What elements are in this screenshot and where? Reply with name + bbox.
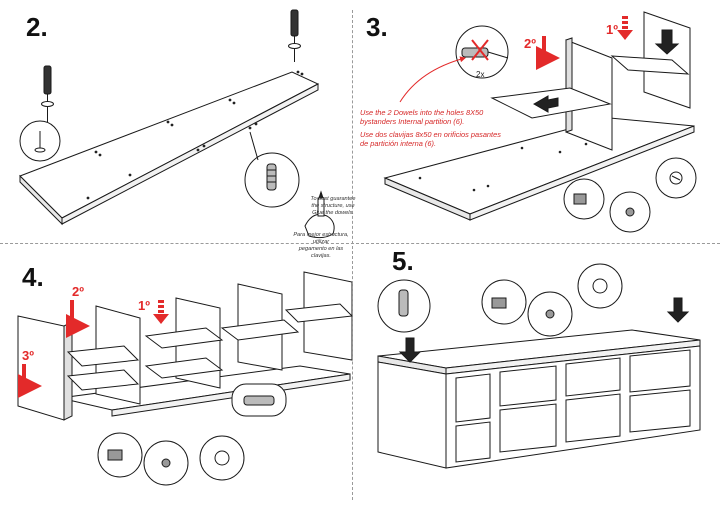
step2-tip-es-line: Para mejor estructura, utilizar: [293, 232, 349, 245]
step-number-2: 2.: [26, 12, 48, 42]
step3-order-first: 1º: [606, 22, 618, 37]
direction-arrow: [654, 29, 680, 55]
step2-holes: [46, 70, 304, 200]
step3-note-en: Use the 2 Dowels into the holes 8X50 bys…: [360, 108, 483, 126]
step2-tip-en: To best guarantee the structure, use Glu…: [310, 196, 356, 217]
vertical-divider: [352, 10, 353, 500]
step2-tip-es-line: pegamento en las clavijas.: [298, 246, 344, 259]
dowel-icon: [398, 289, 409, 317]
step2-tip-en-line: the structure, use: [311, 203, 355, 209]
step4-red-marks: [18, 300, 169, 398]
dowel-icon: [243, 395, 275, 406]
step4-order-second: 2º: [72, 284, 84, 299]
l-arrow-icon: [536, 36, 560, 70]
direction-arrow: [666, 297, 690, 323]
direction-arrow: [398, 337, 422, 363]
step2-tip-es: Para mejor estructura, utilizar pegament…: [290, 232, 352, 260]
down-arrow-icon: [617, 16, 633, 40]
step3-note-es-line: de partición interna (6).: [360, 139, 436, 148]
step-number-4: 4.: [22, 262, 44, 292]
step3-illustration: [383, 11, 697, 233]
dowel-count: 2x: [476, 70, 485, 79]
step4-illustration: [17, 271, 354, 486]
step3-order-second: 2º: [524, 36, 536, 51]
screwdriver-icon: [41, 65, 54, 130]
step3-red-marks: [399, 16, 633, 103]
down-arrow-icon: [153, 300, 169, 324]
step-number-3: 3.: [366, 12, 388, 42]
step3-shelf: [610, 55, 690, 75]
l-arrow-icon: [18, 364, 42, 398]
screwdriver-icon: [288, 9, 301, 62]
forbidden-cross-icon: [471, 39, 489, 61]
step4-order-third: 3º: [22, 348, 34, 363]
direction-arrow: [532, 95, 559, 113]
pointer-arrow: [399, 56, 466, 103]
step5-front: [377, 361, 447, 469]
step4-order-first: 1º: [138, 298, 150, 313]
step2-tip-en-line: Glue the dowels.: [312, 210, 354, 216]
l-arrow-icon: [66, 300, 90, 338]
step3-note-en-line: bystanders Internal partition (6).: [360, 117, 465, 126]
dowel-icon: [266, 163, 277, 191]
step2-illustration: [19, 9, 335, 239]
step3-note-en-line: Use the 2 Dowels into the holes 8X50: [360, 108, 484, 117]
step5-illustration: [377, 263, 701, 469]
step3-note-es: Use dos clavijas 8x50 en orificios pasan…: [360, 130, 501, 148]
step-number-5: 5.: [392, 246, 414, 276]
step3-note-es-line: Use dos clavijas 8x50 en orificios pasan…: [360, 130, 501, 139]
glue-bottle-icon: [304, 190, 335, 239]
horizontal-divider: [0, 243, 720, 244]
step2-tip-en-line: To best guarantee: [310, 196, 356, 202]
